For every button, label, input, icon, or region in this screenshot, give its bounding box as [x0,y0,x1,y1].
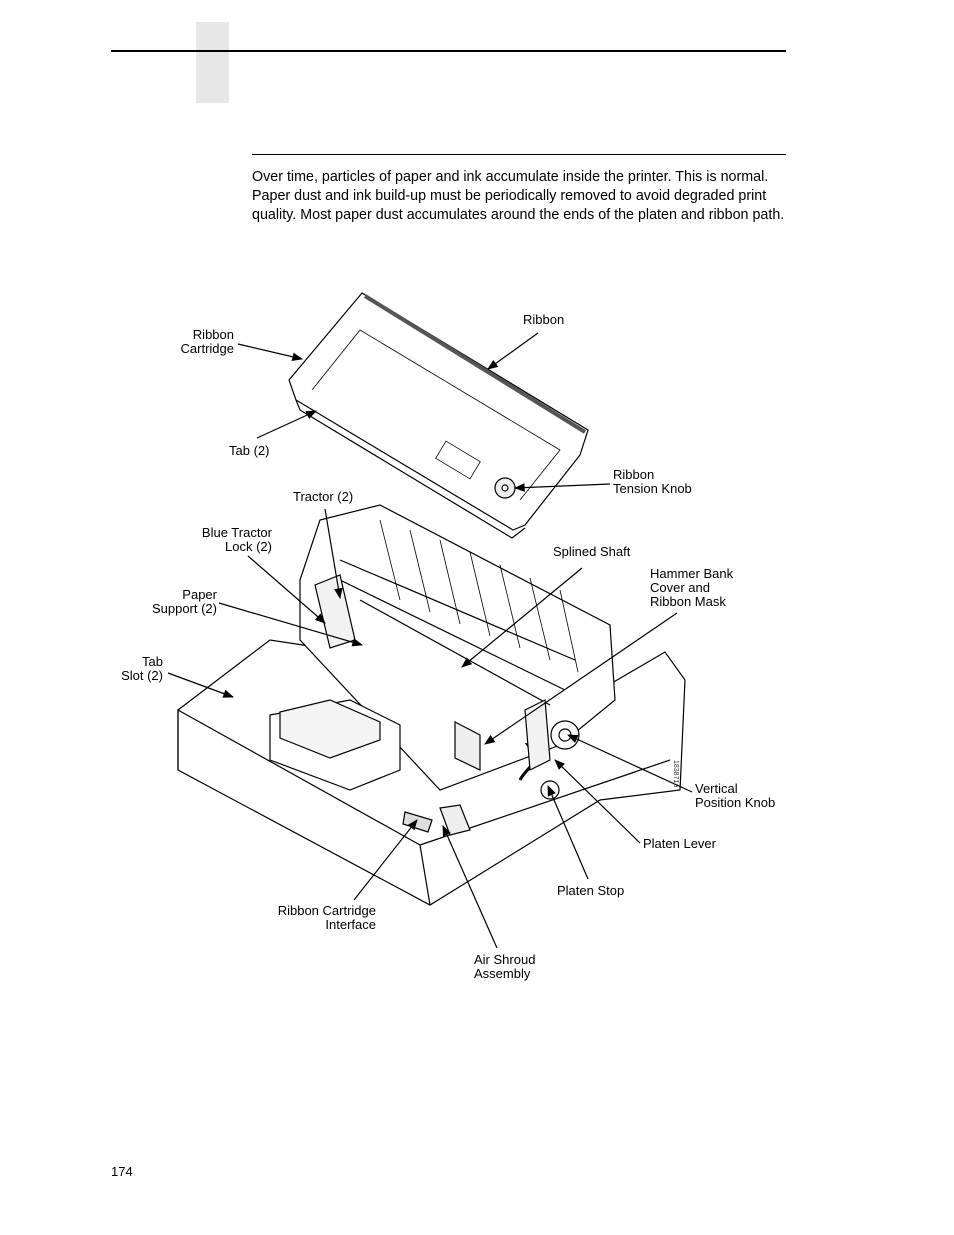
label-ribbon: Ribbon [523,312,565,327]
label-paper-support: Paper Support (2) [151,587,217,616]
ribbon-cartridge-drawing [288,292,589,539]
header-rule [111,50,786,52]
body-paragraph: Over time, particles of paper and ink ac… [252,169,785,223]
label-ribbon-cartridge: Ribbon Cartridge [180,327,234,356]
label-ribbon-cartridge-interface: Ribbon Cartridge Interface [277,903,376,932]
figure-number: 183871a [672,760,679,788]
label-ribbon-tension-knob: Ribbon Tension Knob [613,467,692,496]
label-platen-lever: Platen Lever [643,836,716,851]
section-rule [252,154,786,155]
leader-lines [167,332,693,949]
chapter-tab-block [196,22,229,103]
page-number: 174 [111,1164,133,1179]
label-tab-slot: Tab Slot (2) [121,654,163,683]
label-tab: Tab (2) [229,443,270,458]
label-air-shroud-assembly: Air Shroud Assembly [474,952,536,981]
label-blue-tractor-lock: Blue Tractor Lock (2) [201,525,272,554]
label-platen-stop: Platen Stop [557,883,625,898]
label-vertical-position-knob: Vertical Position Knob [695,781,776,810]
printer-body-drawing [177,504,686,906]
label-splined-shaft: Splined Shaft [553,544,631,559]
label-tractor: Tractor (2) [293,489,354,504]
label-hammer-bank-cover: Hammer Bank Cover and Ribbon Mask [650,566,734,609]
